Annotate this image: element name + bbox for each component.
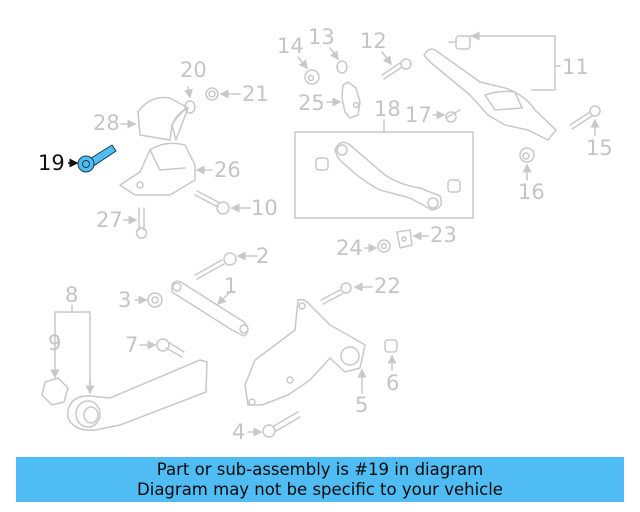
callout-2[interactable]: 2	[256, 244, 270, 268]
callout-6[interactable]: 6	[386, 371, 400, 395]
callout-24[interactable]: 24	[336, 236, 363, 260]
callout-20[interactable]: 20	[180, 58, 207, 82]
callout-15[interactable]: 15	[586, 136, 613, 160]
callout-25[interactable]: 25	[298, 91, 325, 115]
callout-1[interactable]: 1	[224, 274, 238, 298]
callout-9[interactable]: 9	[48, 331, 62, 355]
callout-19[interactable]: 19	[38, 151, 65, 175]
callout-11[interactable]: 11	[562, 55, 589, 79]
banner-line-1: Part or sub-assembly is #19 in diagram	[156, 459, 484, 479]
callout-26[interactable]: 26	[214, 158, 241, 182]
callout-13[interactable]: 13	[308, 25, 335, 49]
callout-21[interactable]: 21	[242, 82, 269, 106]
callout-18[interactable]: 18	[374, 97, 401, 121]
callout-5[interactable]: 5	[355, 393, 369, 417]
info-banner: Part or sub-assembly is #19 in diagram D…	[16, 457, 624, 502]
callout-27[interactable]: 27	[96, 208, 123, 232]
callout-14[interactable]: 14	[277, 34, 304, 58]
part-11-control-arm	[423, 31, 561, 141]
callout-7[interactable]: 7	[125, 333, 139, 357]
callout-17[interactable]: 17	[405, 103, 432, 127]
callout-12[interactable]: 12	[360, 29, 387, 53]
callout-3[interactable]: 3	[118, 288, 132, 312]
part-28-mount-cover	[120, 96, 189, 141]
banner-line-2: Diagram may not be specific to your vehi…	[137, 479, 503, 499]
part-19-bolt-highlighted	[68, 144, 117, 173]
callout-10[interactable]: 10	[251, 196, 278, 220]
callout-22[interactable]: 22	[374, 274, 401, 298]
callout-28[interactable]: 28	[93, 111, 120, 135]
part-26-mount	[119, 142, 213, 196]
callout-16[interactable]: 16	[518, 180, 545, 204]
callout-4[interactable]: 4	[232, 420, 246, 444]
diagram-drawing	[41, 31, 601, 438]
callout-8[interactable]: 8	[65, 283, 79, 307]
parts-diagram: 1 2 3 4 5 6 7 8 9 10 11 12 13 14 15 16 1…	[38, 25, 613, 444]
callout-23[interactable]: 23	[430, 223, 457, 247]
